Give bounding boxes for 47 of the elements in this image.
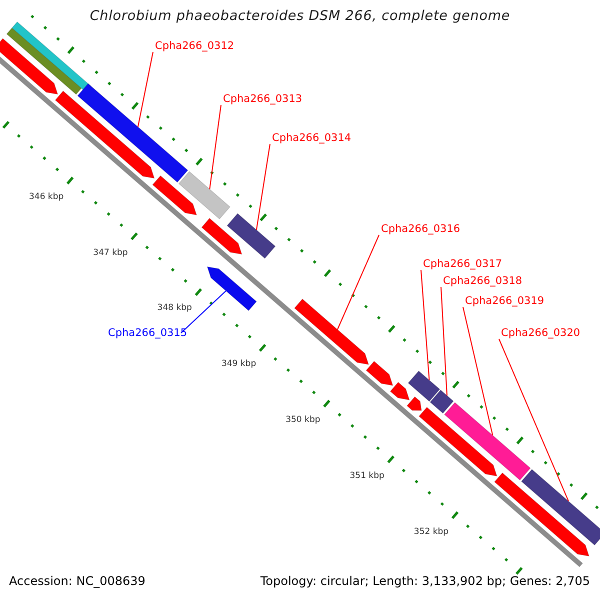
gene-label: Cpha266_0317 bbox=[423, 258, 502, 270]
gene-segment bbox=[390, 382, 410, 400]
gene-segment bbox=[152, 175, 198, 216]
leader-line bbox=[137, 52, 154, 128]
gene-block bbox=[226, 213, 276, 259]
gene-block bbox=[178, 171, 230, 220]
gene-segment bbox=[418, 406, 498, 476]
scale-label: 351 kbp bbox=[350, 472, 384, 482]
gene-block bbox=[408, 370, 440, 402]
gene-segment bbox=[406, 396, 422, 411]
gene-block bbox=[77, 83, 188, 183]
gene-block bbox=[444, 402, 531, 481]
leader-line bbox=[462, 306, 494, 436]
gene-label: Cpha266_0315 bbox=[108, 327, 188, 340]
scale-label: 346 kbp bbox=[29, 192, 64, 203]
gene-label: Cpha266_0314 bbox=[272, 132, 352, 144]
gene-segment bbox=[54, 90, 155, 179]
gene-label: Cpha266_0319 bbox=[465, 295, 544, 308]
gene-segment bbox=[206, 266, 257, 312]
leader-line bbox=[256, 144, 270, 230]
gene-segment bbox=[366, 360, 394, 386]
gene-label: Cpha266_0313 bbox=[223, 93, 302, 106]
scale-label: 348 kbp bbox=[157, 304, 192, 314]
gene-label: Cpha266_0318 bbox=[443, 275, 522, 288]
scale-label: 352 kbp bbox=[414, 528, 449, 538]
gene-segment bbox=[294, 298, 370, 365]
scale-label: 347 kbp bbox=[93, 248, 128, 258]
scale-label: 349 kbp bbox=[221, 360, 256, 370]
gene-label: Cpha266_0320 bbox=[501, 327, 580, 340]
gene-label: Cpha266_0316 bbox=[381, 223, 460, 236]
genome-info-note: Topology: circular; Length: 3,133,902 bp; Genes: 2,705 bbox=[260, 575, 590, 589]
gene-label: Cpha266_0312 bbox=[155, 40, 234, 52]
gene-segment bbox=[201, 218, 242, 255]
leader-line bbox=[180, 290, 226, 334]
gene-block bbox=[430, 390, 454, 414]
gene-block bbox=[520, 468, 600, 546]
leader-line bbox=[209, 104, 222, 190]
diagram-title: Chlorobium phaeobacteroides DSM 266, complete genome bbox=[88, 9, 512, 25]
leader-line bbox=[336, 234, 380, 330]
leader-line bbox=[420, 270, 430, 381]
gene-segment bbox=[0, 38, 58, 95]
leader-line bbox=[440, 286, 448, 396]
leader-line bbox=[498, 338, 569, 502]
gene-segment bbox=[494, 472, 590, 556]
accession-note: Accession: NC_008639 bbox=[9, 575, 146, 589]
gene-block bbox=[6, 28, 82, 95]
scale-label: 350 kbp bbox=[286, 416, 320, 426]
